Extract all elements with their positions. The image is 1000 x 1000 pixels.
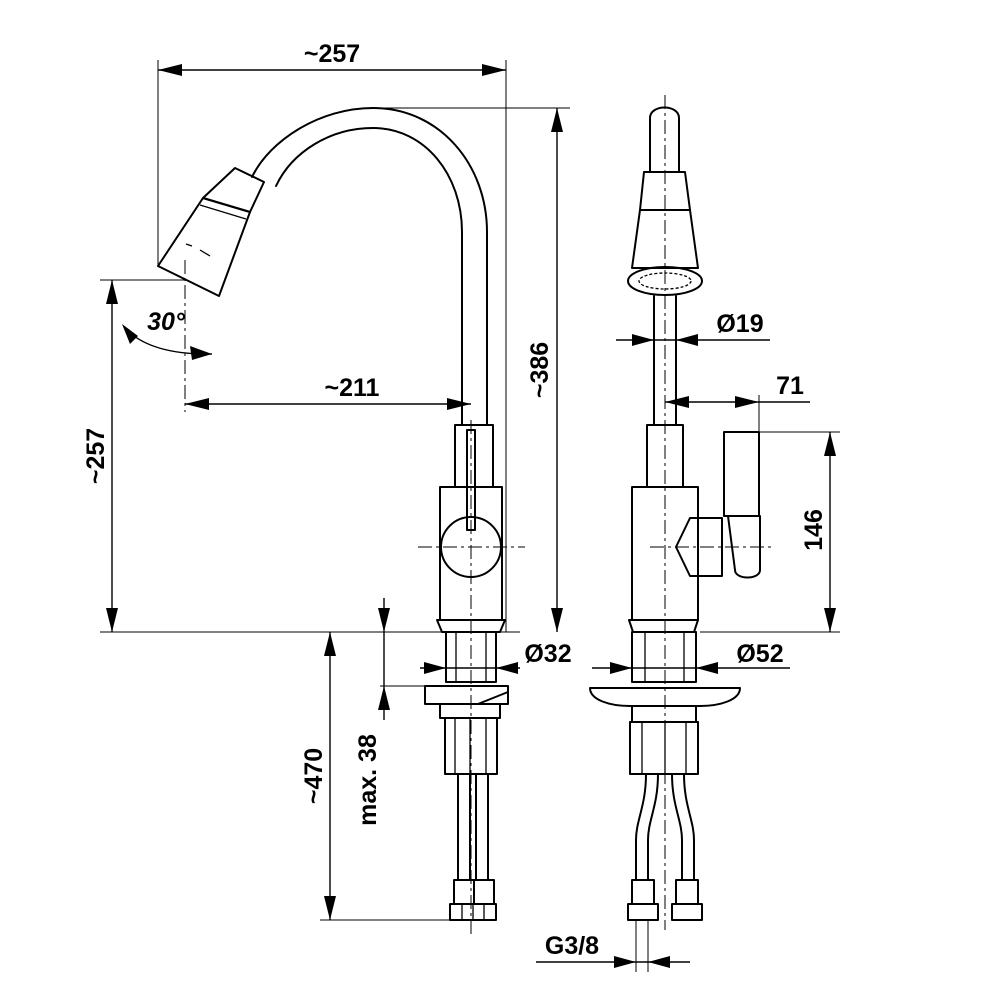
label-lever-offset: 71: [776, 372, 804, 400]
label-outreach-total: ~257: [304, 40, 360, 68]
label-under-sink-length: ~470: [300, 748, 328, 804]
label-spout-tube-diameter: Ø19: [716, 310, 763, 338]
front-view: [589, 95, 775, 930]
label-swivel-angle: 30°: [147, 308, 186, 336]
lever-handle: [723, 431, 760, 517]
label-spout-height: ~257: [82, 428, 110, 484]
label-connection-thread: G3/8: [545, 932, 599, 960]
label-rosette-diameter: Ø52: [736, 640, 783, 668]
label-total-height: ~386: [526, 342, 554, 398]
side-view: [157, 107, 525, 938]
supply-hoses: [449, 773, 497, 921]
front-dimensions: [536, 334, 840, 972]
faucet-body-front: [628, 424, 761, 633]
label-outreach-spout: ~211: [325, 374, 380, 402]
side-dimensions: [100, 60, 570, 921]
label-base-diameter: Ø32: [524, 640, 571, 668]
label-counter-thickness: max. 38: [354, 734, 382, 826]
dimension-labels: ~257 ~211 30° ~386 ~257 ~470 max. 38 Ø32…: [82, 40, 828, 960]
spray-head: [157, 167, 265, 297]
label-lever-height: 146: [800, 509, 828, 551]
supply-hoses-front: [627, 773, 703, 921]
spout-tube-inner: [275, 127, 463, 426]
mounting-assembly: [424, 631, 509, 775]
